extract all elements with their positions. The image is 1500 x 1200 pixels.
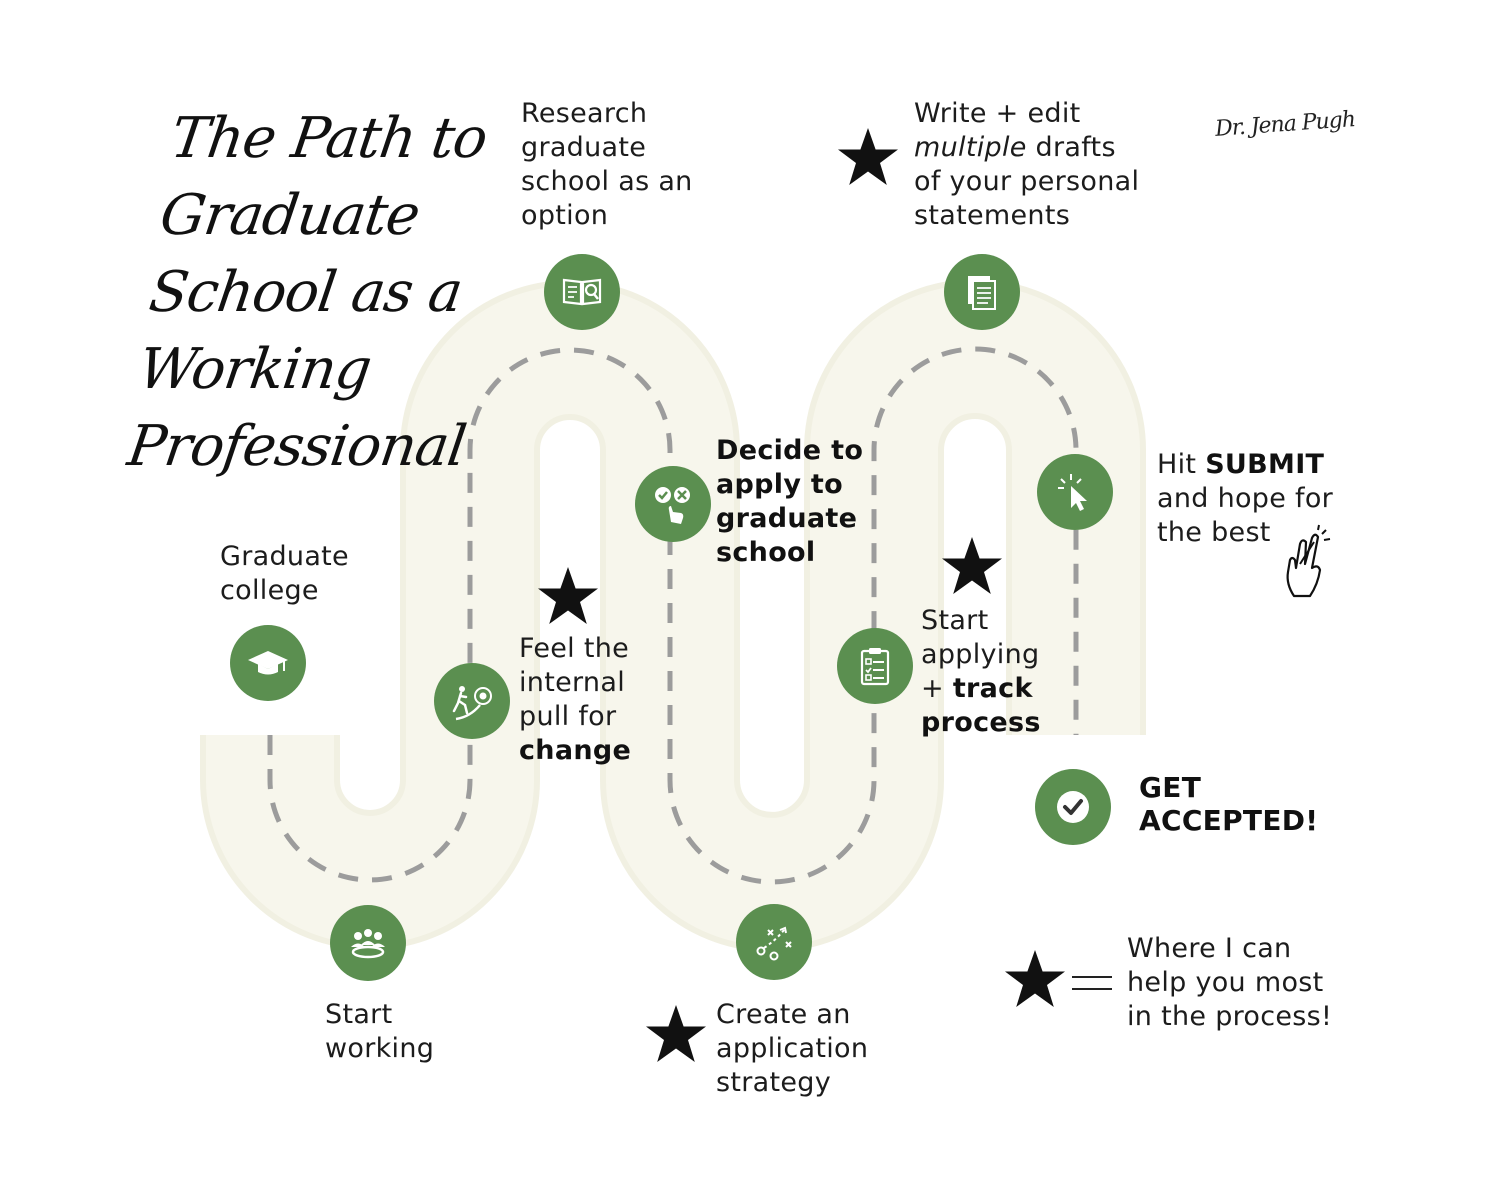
step-label-decide: Decide to apply to graduate school bbox=[716, 434, 863, 570]
step-label-submit: Hit SUBMIT and hope for the best bbox=[1157, 448, 1333, 550]
label-line: working bbox=[325, 1033, 435, 1064]
equals-sign bbox=[1072, 976, 1112, 994]
label-line: statements bbox=[914, 200, 1071, 231]
label-line: Where I can bbox=[1127, 933, 1292, 964]
title-line: Graduate bbox=[156, 183, 424, 248]
title-line: The Path to bbox=[167, 106, 491, 171]
label-line: and hope for bbox=[1157, 483, 1334, 514]
label-line: option bbox=[521, 200, 609, 231]
step-label-accepted: GET ACCEPTED! bbox=[1139, 771, 1318, 837]
label-line-bold: change bbox=[519, 735, 632, 766]
label-line: school bbox=[716, 537, 816, 568]
label-line: Decide to bbox=[716, 435, 864, 466]
label-line: strategy bbox=[716, 1067, 832, 1098]
label-rest: drafts bbox=[1026, 132, 1116, 163]
crossed-fingers-icon bbox=[1286, 524, 1331, 598]
open-book-search-icon bbox=[544, 254, 620, 330]
star-icon bbox=[942, 537, 1002, 594]
label-line: pull for bbox=[519, 701, 617, 732]
label-bold: SUBMIT bbox=[1205, 449, 1325, 480]
label-line: Start bbox=[921, 605, 989, 636]
label-line: application bbox=[716, 1033, 869, 1064]
label-line-mixed: + track bbox=[921, 672, 1041, 706]
label-line: apply to bbox=[716, 469, 843, 500]
step-label-drafts: Write + edit multiple drafts of your per… bbox=[914, 97, 1139, 233]
label-italic: multiple bbox=[914, 132, 1027, 163]
label-line: Feel the bbox=[519, 633, 630, 664]
label-line: of your personal bbox=[914, 166, 1140, 197]
title-line: School as a bbox=[145, 260, 466, 325]
title-line: Professional bbox=[123, 414, 470, 479]
label-line: applying bbox=[921, 639, 1040, 670]
label-line: Create an bbox=[716, 999, 851, 1030]
label-line-mixed: Hit SUBMIT bbox=[1157, 448, 1333, 482]
dashed-centerline bbox=[267, 346, 1079, 885]
check-circle-icon bbox=[1035, 769, 1111, 845]
checklist-clipboard-icon bbox=[837, 628, 913, 704]
step-label-apply-track: Start applying + track process bbox=[921, 604, 1041, 740]
strategy-play-icon bbox=[736, 904, 812, 980]
documents-stack-icon bbox=[944, 254, 1020, 330]
label-line: Graduate bbox=[220, 541, 349, 572]
label-line: ACCEPTED! bbox=[1139, 804, 1319, 837]
step-label-feel-pull: Feel the internal pull for change bbox=[519, 632, 631, 768]
label-line: the best bbox=[1157, 517, 1271, 548]
label-line: GET bbox=[1139, 771, 1202, 804]
label-line: in the process! bbox=[1127, 1001, 1333, 1032]
label-prefix: Hit bbox=[1157, 449, 1206, 480]
label-line: internal bbox=[519, 667, 625, 698]
graduation-cap-icon bbox=[230, 625, 306, 701]
label-line-bold: process bbox=[921, 707, 1041, 738]
label-line: Start bbox=[325, 999, 393, 1030]
star-icon bbox=[838, 128, 898, 185]
label-line-mixed: multiple drafts bbox=[914, 131, 1139, 165]
label-line: Research bbox=[521, 98, 648, 129]
label-line: school as an bbox=[521, 166, 693, 197]
star-icon bbox=[646, 1005, 706, 1062]
step-label-strategy: Create an application strategy bbox=[716, 998, 868, 1100]
label-line: help you most bbox=[1127, 967, 1324, 998]
step-label-graduate: Graduate college bbox=[220, 540, 349, 608]
label-line: Write + edit bbox=[914, 98, 1081, 129]
choice-check-x-icon bbox=[635, 466, 711, 542]
label-prefix: + bbox=[921, 673, 953, 704]
climb-to-target-icon bbox=[434, 663, 510, 739]
title-line: Working bbox=[134, 337, 375, 402]
label-line: graduate bbox=[716, 503, 858, 534]
legend-star-icon bbox=[1005, 950, 1065, 1007]
star-icon bbox=[538, 567, 598, 624]
step-label-start-working: Start working bbox=[325, 998, 434, 1066]
label-bold: track bbox=[952, 673, 1033, 704]
step-label-research: Research graduate school as an option bbox=[521, 97, 693, 233]
label-line: graduate bbox=[521, 132, 647, 163]
page-title: The Path to Graduate School as a Working… bbox=[123, 100, 507, 485]
legend-text: Where I can help you most in the process… bbox=[1127, 932, 1332, 1034]
label-line: college bbox=[220, 575, 319, 606]
team-meeting-icon bbox=[330, 905, 406, 981]
cursor-click-icon bbox=[1037, 454, 1113, 530]
